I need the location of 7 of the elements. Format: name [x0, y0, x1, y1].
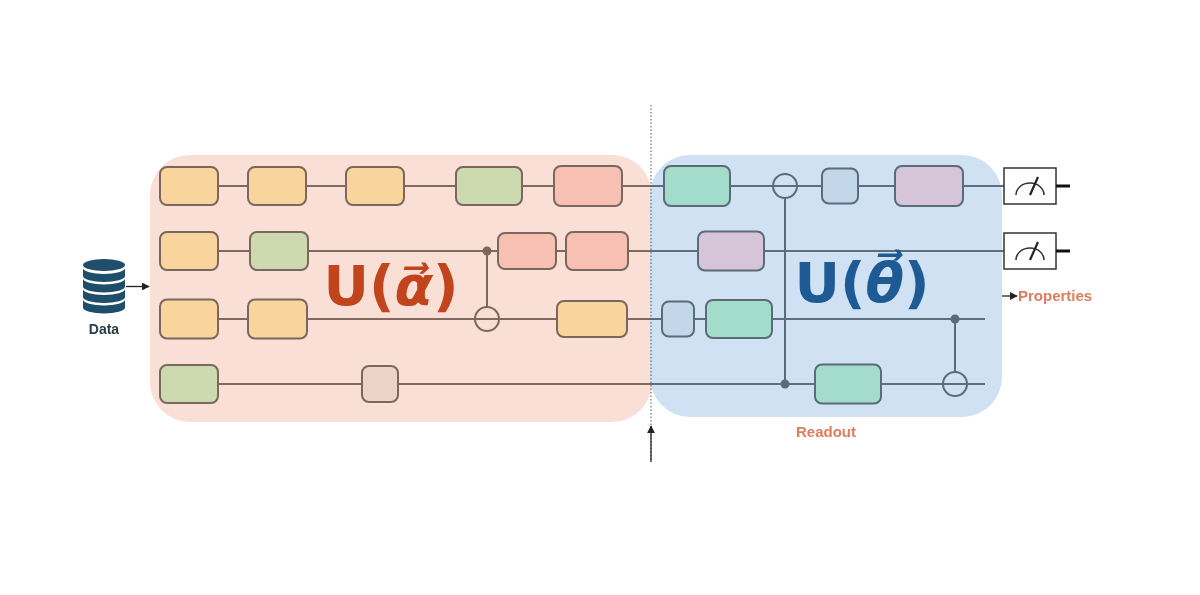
- output-label: Properties: [1018, 287, 1093, 305]
- caption-text: Readout: [796, 423, 856, 441]
- database-icon: [82, 258, 126, 315]
- caption-text: Data: [88, 321, 120, 338]
- arrow: [1001, 292, 1018, 300]
- formula-label: U(α⃗): [323, 254, 459, 317]
- arrow: [125, 282, 150, 291]
